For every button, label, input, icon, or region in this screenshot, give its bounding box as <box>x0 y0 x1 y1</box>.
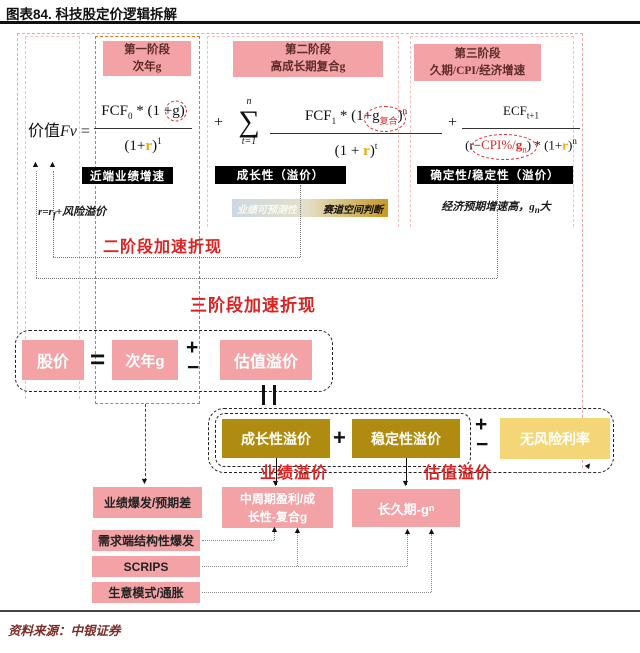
formula-lhs-var: Fv <box>60 123 77 140</box>
up-right-arrowhead-icon: ▲ <box>582 458 596 472</box>
plus-operator: + <box>186 336 199 359</box>
note-predictability-gradient: 业绩可预测性 赛道空间判断 <box>232 199 388 217</box>
down-arrowhead-icon: ▼ <box>140 476 149 486</box>
vertical-equals-connector <box>262 385 276 405</box>
minus-operator: − <box>187 356 200 379</box>
stage3-line2: 久期/CPI/经济增速 <box>429 64 526 77</box>
up-arrowhead-icon: ▲ <box>427 526 436 536</box>
connector-two-stage-left <box>53 171 54 257</box>
formula-plus2: + <box>448 114 458 131</box>
up-arrowhead-icon: ▲ <box>31 159 40 169</box>
connector-two-stage-right <box>300 185 301 257</box>
box-business-model: 生意模式/通胀 <box>92 582 200 603</box>
connector-scrips-v2 <box>407 534 408 566</box>
outer-frame-right-edge <box>582 33 583 468</box>
formula-lhs: 价值Fv = <box>28 117 90 141</box>
connector-bizmodel-h <box>202 592 431 593</box>
connector-three-stage-horizontal <box>36 278 497 279</box>
box-risk-free-rate: 无风险利率 <box>500 418 610 459</box>
plus-operator: + <box>333 425 346 450</box>
formula-lhs-cn: 价值 <box>28 123 61 140</box>
stage1-line1: 第一阶段 <box>124 43 170 56</box>
box-demand-burst: 需求端结构性爆发 <box>92 530 200 551</box>
stage3-line1: 第三阶段 <box>454 47 501 60</box>
box-growth-premium: 成长性溢价 <box>222 419 330 458</box>
formula-sum: n ∑ t=1 <box>238 96 260 147</box>
connector-stability-to-longterm <box>406 458 407 485</box>
box-next-year-g: 次年g <box>112 340 178 380</box>
connector-valuation-feedback <box>514 472 591 473</box>
connector-demand-v <box>274 532 275 540</box>
minus-operator: − <box>476 433 489 456</box>
stage2-line2: 高成长期复合g <box>270 61 346 73</box>
connector-g-to-perf-burst <box>145 404 146 481</box>
box-perf-burst: 业绩爆发/预期差 <box>93 487 202 518</box>
label-valuation-premium: 估值溢价 <box>424 465 493 482</box>
note-track-space: 赛道空间判断 <box>323 204 383 216</box>
stage1-line2: 次年g <box>132 60 162 73</box>
title-underline <box>0 21 640 24</box>
note-risk-premium: r=rf+风险溢价 <box>38 206 107 221</box>
connector-growth-to-midcycle <box>276 458 277 485</box>
bar-certainty-premium: 确定性/稳定性（溢价） <box>417 166 573 184</box>
label-two-stage-discount: 二阶段加速折现 <box>103 239 223 256</box>
up-arrowhead-icon: ▲ <box>403 526 412 536</box>
box-scrips: SCRIPS <box>92 556 200 577</box>
connector-bizmodel-v <box>431 534 432 592</box>
down-arrowhead-icon: ▼ <box>401 478 410 488</box>
connector-two-stage-horizontal <box>53 257 300 258</box>
bar-near-term-growth: 近端业绩增速 <box>82 167 173 184</box>
connector-demand-h <box>202 540 274 541</box>
box-mid-cycle: 中周期盈利/成 长性-复合g <box>222 487 333 528</box>
note-predictability: 业绩可预测性 <box>237 204 297 216</box>
source-divider <box>0 610 640 612</box>
figure-title: 图表84. 科技股定价逻辑拆解 <box>6 7 178 22</box>
label-three-stage-discount: 三阶段加速折现 <box>190 296 316 315</box>
equals-operator: = <box>90 344 106 374</box>
stage2-header: 第二阶段 高成长期复合g <box>233 41 383 77</box>
connector-three-stage-right <box>497 185 498 278</box>
plus-operator: + <box>475 413 488 436</box>
box-stability-premium: 稳定性溢价 <box>352 419 460 458</box>
up-arrowhead-icon: ▲ <box>48 159 57 169</box>
box-stock-price: 股价 <box>22 340 84 380</box>
stage2-line1: 第二阶段 <box>285 44 331 57</box>
stage3-header: 第三阶段 久期/CPI/经济增速 <box>414 44 541 81</box>
note-economic-growth: 经济预期增速高，gn大 <box>441 201 551 216</box>
stage1-header: 第一阶段 次年g <box>103 41 191 76</box>
down-arrowhead-icon: ▼ <box>271 478 280 488</box>
formula-term3: ECFt+1 (r−CPI%/gn) * (1+r)n <box>462 101 580 161</box>
formula-plus1: + <box>214 114 224 131</box>
connector-scrips-v1 <box>297 533 298 566</box>
formula-term1: FCF0 * (1 +g) (1+r)1 <box>94 100 192 156</box>
formula-equals: = <box>80 123 90 140</box>
up-arrowhead-icon: ▲ <box>293 525 302 535</box>
source-text: 资料来源：中银证券 <box>8 624 121 638</box>
up-arrowhead-icon: ▲ <box>270 524 279 534</box>
box-valuation-premium: 估值溢价 <box>220 340 312 380</box>
bar-growth-premium: 成长性（溢价） <box>215 166 346 184</box>
connector-scrips-h <box>202 566 407 567</box>
connector-three-stage-left <box>36 171 37 278</box>
formula-term2: FCF1 * (1+g复合)n (1 + r)t <box>270 101 442 161</box>
